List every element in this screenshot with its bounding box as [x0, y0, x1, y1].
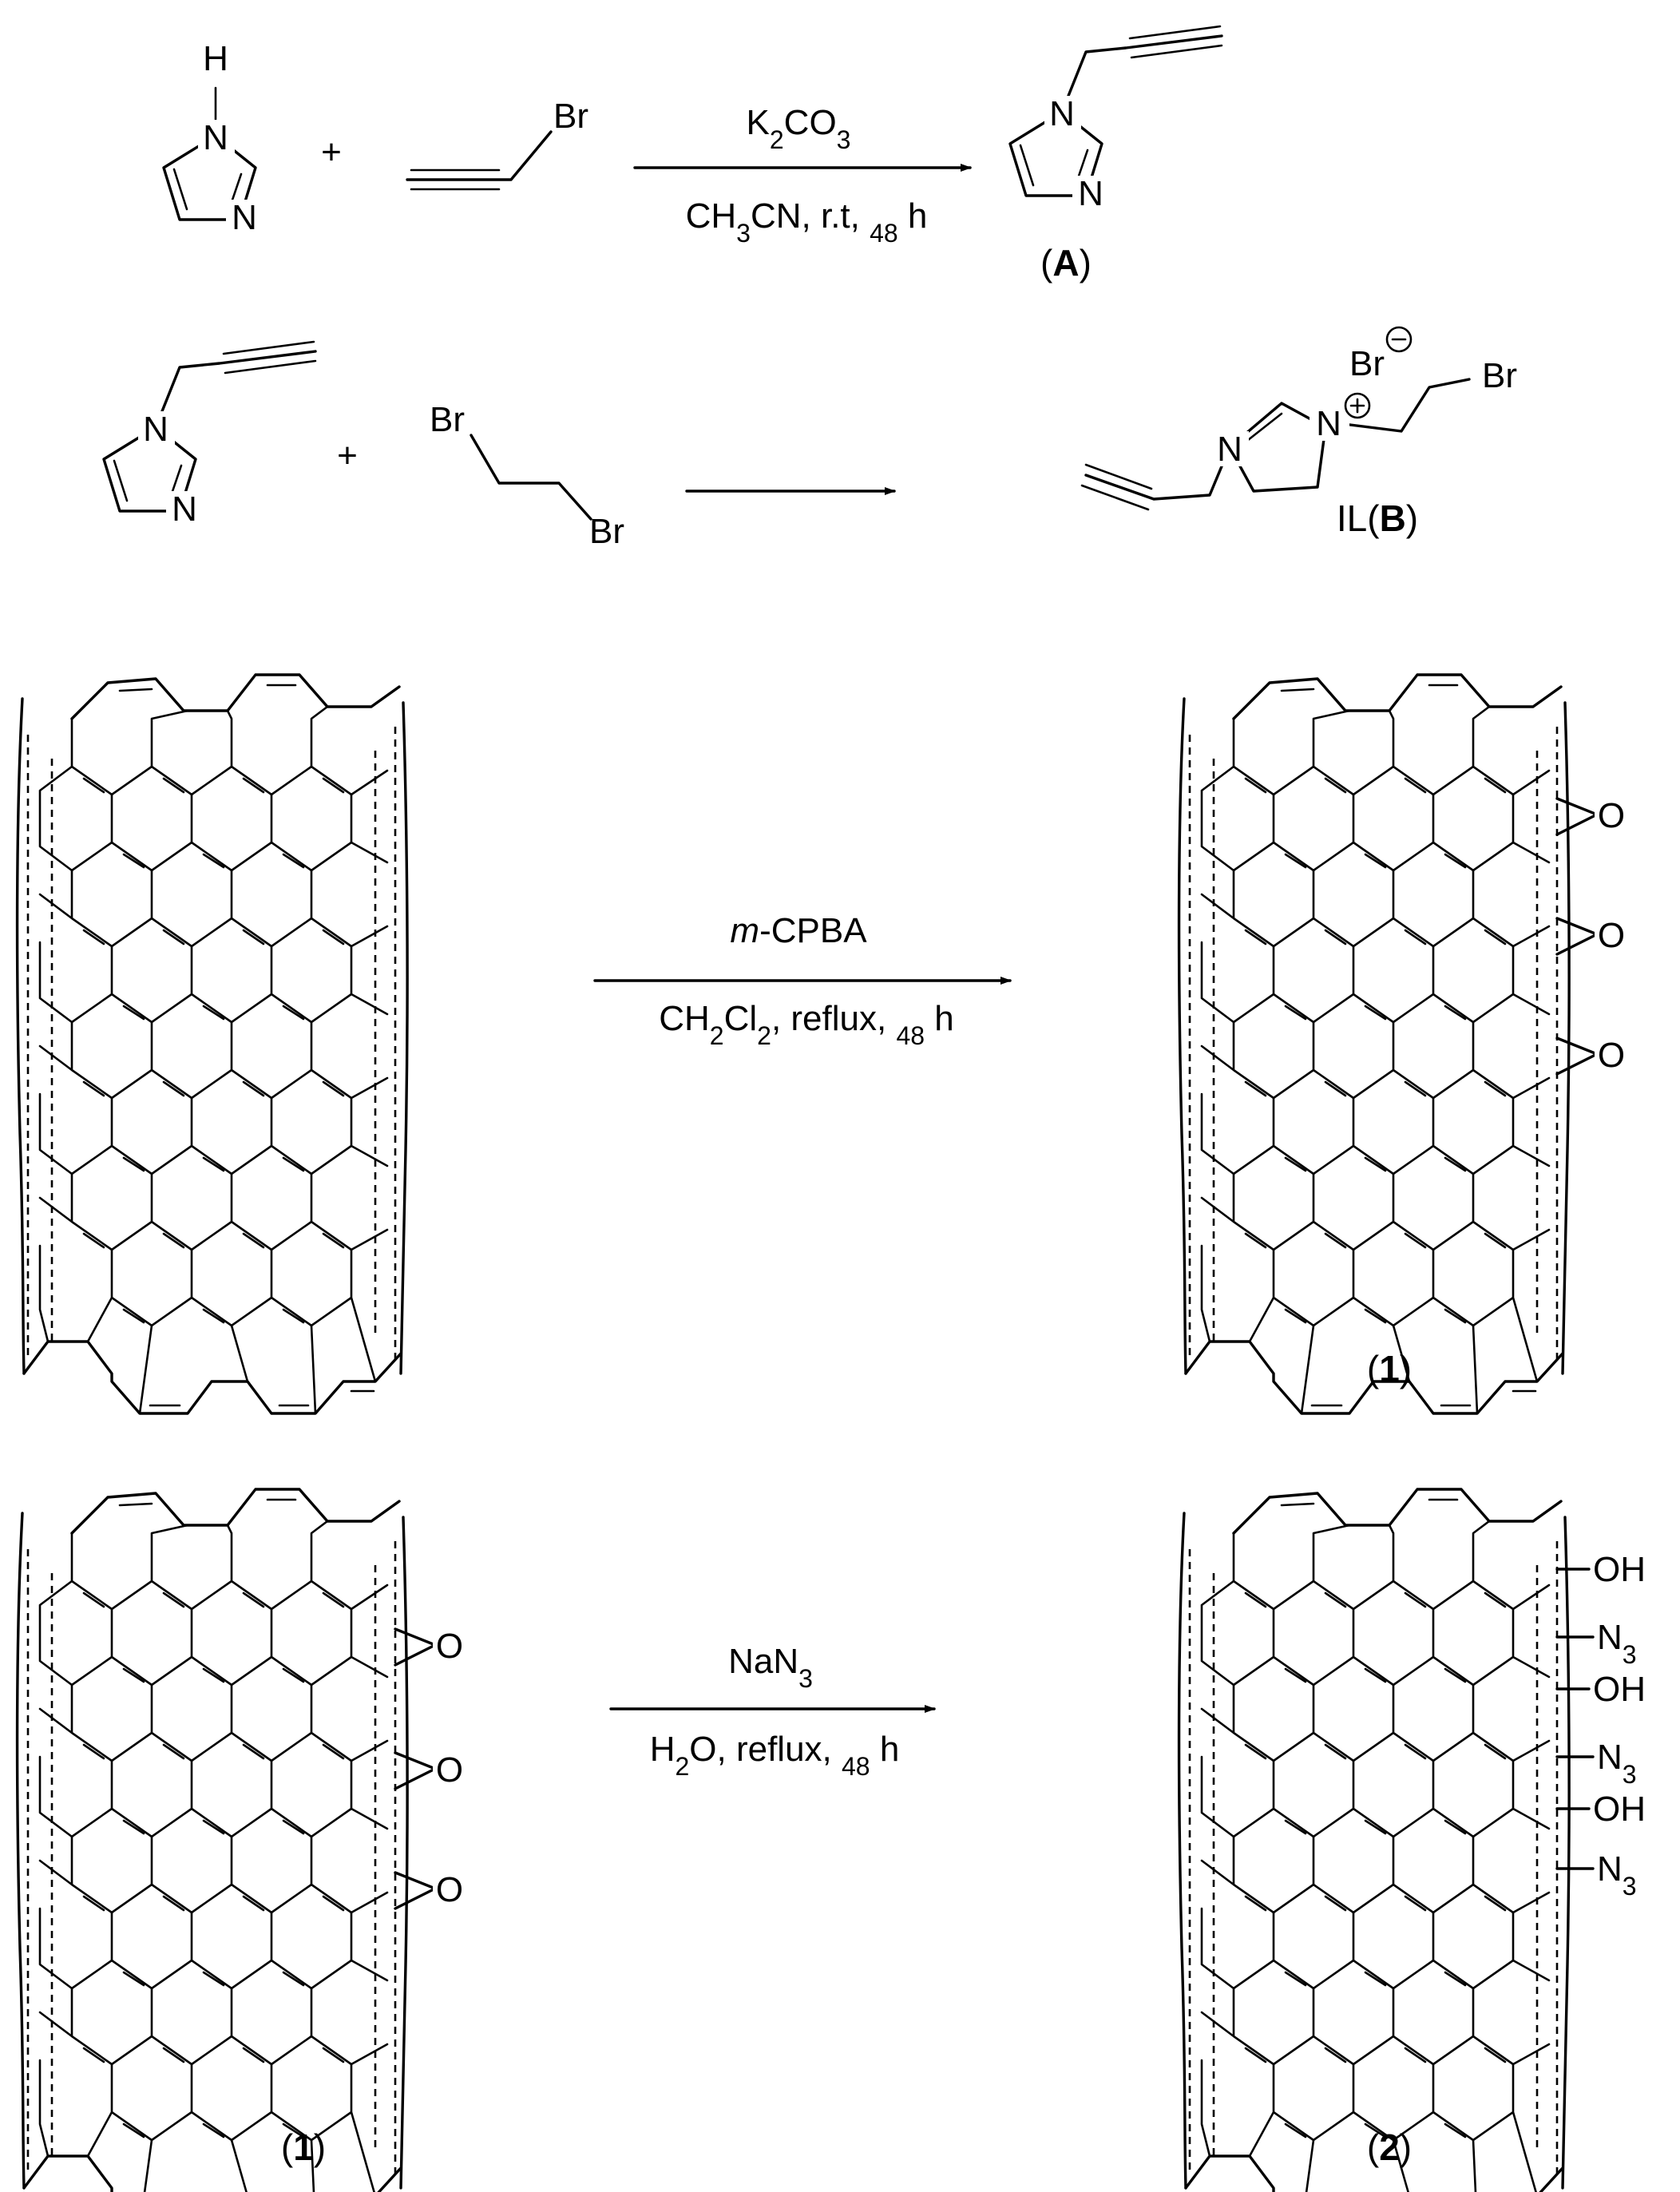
reaction-3: m-CPBA CH2Cl2, reflux, 48 h O O O (1)	[15, 673, 1628, 1415]
conditions-4: H2O, reflux, 48 h	[650, 1730, 900, 1781]
atom-br-terminal: Br	[1482, 356, 1517, 395]
substituent-n3: N3	[1597, 1849, 1637, 1901]
epoxide-groups: O O O	[394, 1627, 466, 1910]
bromide-anion: Br	[1349, 344, 1385, 383]
atom-n1: N	[203, 118, 228, 157]
atom-n3: N	[1078, 174, 1103, 213]
dibromoethane: Br Br	[430, 400, 624, 551]
propargyl-bromide: Br	[406, 97, 588, 191]
atom-n1: N	[1049, 94, 1075, 133]
epoxide-oxygen: O	[1598, 916, 1625, 955]
imidazole-reactant: N N H	[162, 39, 263, 237]
epoxide-oxygen: O	[436, 1627, 463, 1666]
reagent-nan3: NaN3	[728, 1642, 813, 1693]
substituents: OH N3 OH N3 OH N3	[1555, 1550, 1646, 1901]
atom-n3: N	[172, 490, 197, 529]
label-1: 1	[293, 2127, 314, 2168]
atom-br: Br	[553, 97, 588, 136]
reagent-k2co3: K2CO3	[747, 103, 851, 154]
atom-n1: N	[143, 410, 168, 449]
atom-n3: N	[232, 198, 257, 237]
reaction-2: N N + Br Br N N Br Br IL(B)	[102, 326, 1517, 551]
product-a-structure: N N	[1008, 25, 1223, 213]
label-a: A	[1052, 242, 1079, 283]
plus-sign-1: +	[321, 133, 342, 172]
conditions-1: CH3CN, r.t, 48 h	[686, 196, 928, 248]
mcpba-m: m	[730, 911, 759, 950]
reaction-4: O O O NaN3 H2O, reflux, 48 h OH N3 OH N3…	[15, 1488, 1646, 2192]
compound-label-2: (2)	[1367, 2127, 1412, 2168]
epoxide-groups: O O O	[1555, 796, 1628, 1076]
atom-h: H	[203, 39, 228, 78]
epoxide-oxygen: O	[436, 1870, 463, 1909]
nanotube-epoxide-reactant: O O O	[15, 1488, 466, 2192]
conditions-3: CH2Cl2, reflux, 48 h	[659, 999, 954, 1050]
compound-label-1: (1)	[1367, 1348, 1412, 1389]
ionic-liquid-b-structure: N N Br Br	[1080, 326, 1517, 511]
negative-charge-icon	[1385, 326, 1413, 353]
epoxide-oxygen: O	[436, 1750, 463, 1790]
label-prefix: IL(	[1337, 497, 1380, 539]
substituent-oh: OH	[1593, 1550, 1646, 1589]
compound-label-b: IL(B)	[1337, 497, 1418, 539]
plus-sign-2: +	[337, 436, 358, 475]
substituent-n3: N3	[1597, 1738, 1637, 1789]
label-1: 1	[1379, 1348, 1400, 1389]
reaction-1: N N H + Br K2CO3 CH3CN, r.t, 48 h N N (	[162, 25, 1223, 283]
compound-label-a: (A)	[1040, 242, 1092, 283]
atom-n1: N	[1217, 430, 1242, 469]
positive-charge-icon	[1344, 392, 1371, 419]
atom-br-1: Br	[430, 400, 465, 439]
atom-br-2: Br	[589, 512, 624, 551]
label-paren-open: (	[1040, 242, 1053, 283]
reagent-mcpba: m-CPBA	[730, 911, 867, 950]
label-b: B	[1380, 497, 1406, 539]
epoxide-oxygen: O	[1598, 1036, 1625, 1075]
label-paren-close: )	[1080, 242, 1092, 283]
nanotube-product-2: OH N3 OH N3 OH N3	[1177, 1488, 1646, 2192]
mcpba-rest: -CPBA	[759, 911, 867, 950]
imidazole-a-reactant: N N	[102, 340, 317, 529]
substituent-oh: OH	[1593, 1670, 1646, 1709]
label-2: 2	[1379, 2127, 1400, 2168]
nanotube-reactant	[15, 673, 409, 1415]
substituent-n3: N3	[1597, 1618, 1637, 1669]
substituent-oh: OH	[1593, 1790, 1646, 1829]
label-suffix: )	[1406, 497, 1418, 539]
nanotube-epoxide-1: O O O	[1177, 673, 1628, 1415]
epoxide-oxygen: O	[1598, 796, 1625, 835]
atom-n3-cation: N	[1316, 404, 1341, 443]
compound-label-1-start: (1)	[281, 2127, 326, 2168]
